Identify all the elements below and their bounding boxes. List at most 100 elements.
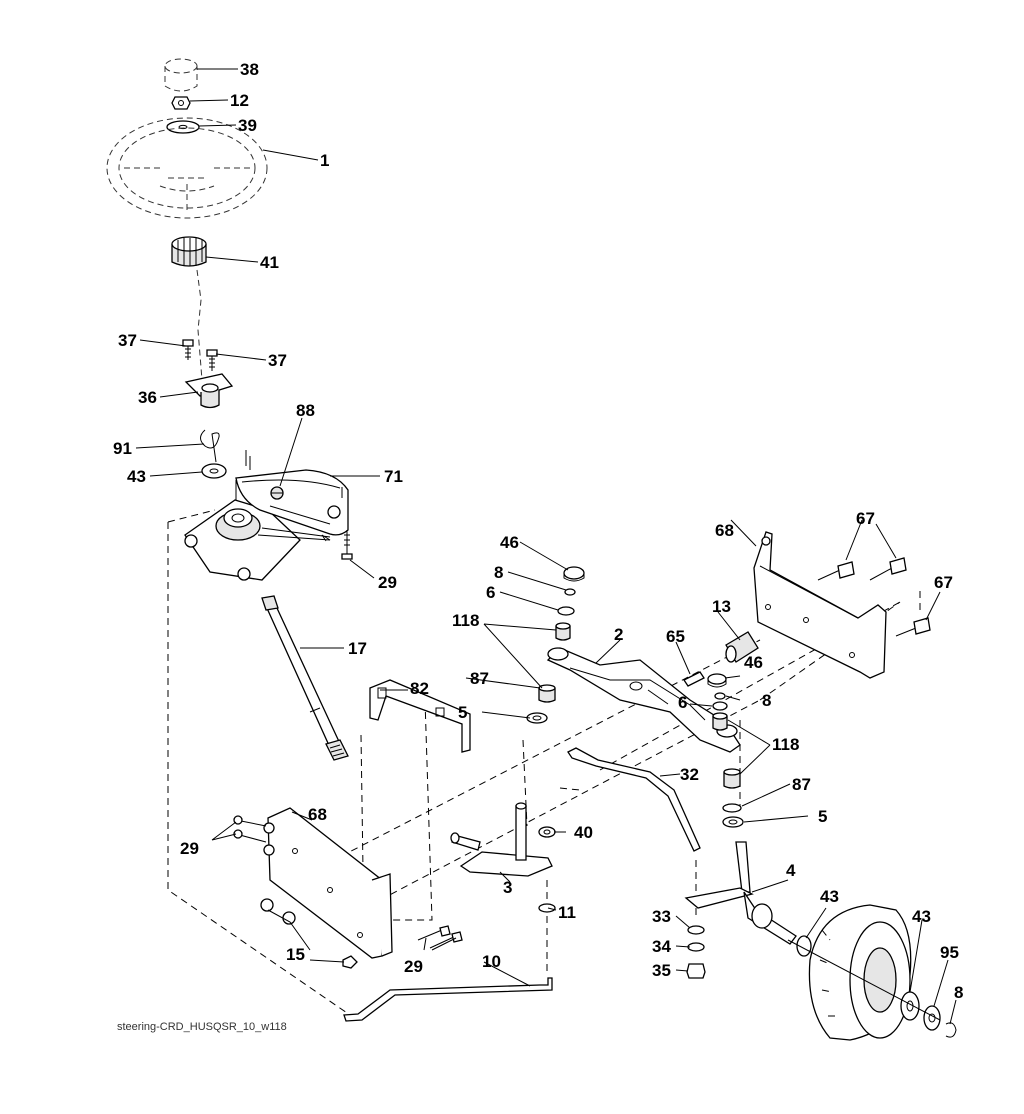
washer-87-right — [722, 803, 742, 813]
label-43-top: 43 — [127, 467, 146, 486]
washer-11 — [538, 903, 556, 913]
label-118-right: 118 — [772, 735, 799, 754]
label-33: 33 — [652, 907, 671, 926]
label-118-left: 118 — [452, 611, 479, 630]
label-29-gear: 29 — [378, 573, 397, 592]
washer-6-right — [712, 701, 728, 711]
adapter-41 — [171, 236, 207, 267]
wheel-icon — [808, 904, 912, 1041]
label-82: 82 — [410, 679, 429, 698]
bearing-flange-36 — [184, 373, 234, 409]
label-10: 10 — [482, 952, 501, 971]
washer-6-left — [557, 606, 575, 616]
label-68-left: 68 — [308, 805, 327, 824]
washers-15 — [260, 898, 358, 969]
washer-43-wheel-right — [900, 991, 920, 1021]
washer-33 — [687, 925, 705, 935]
label-2: 2 — [614, 625, 623, 644]
label-32: 32 — [680, 765, 699, 784]
nut-12 — [171, 96, 191, 110]
steering-gear-icon — [184, 450, 331, 581]
label-13: 13 — [712, 597, 731, 616]
bushing-118-right-top — [712, 712, 728, 731]
label-67-side: 67 — [934, 573, 953, 592]
pin-65 — [683, 671, 705, 687]
clip-91 — [200, 429, 220, 463]
label-5-right: 5 — [818, 807, 827, 826]
bolt-67-b — [869, 557, 907, 581]
label-68-right: 68 — [715, 521, 734, 540]
bushing-118-left — [555, 622, 571, 641]
label-1: 1 — [320, 151, 329, 170]
label-12: 12 — [230, 91, 249, 110]
label-8-left: 8 — [494, 563, 503, 582]
plate-68-left — [263, 807, 393, 959]
steering-shaft-17 — [261, 595, 349, 761]
drag-link-10 — [343, 977, 553, 1022]
label-6-right: 6 — [678, 693, 687, 712]
sector-gear-71 — [235, 469, 349, 536]
label-35: 35 — [652, 961, 671, 980]
clip-8-wheel — [945, 1022, 957, 1038]
label-91: 91 — [113, 439, 132, 458]
washer-95 — [923, 1005, 941, 1031]
axle-icon — [546, 647, 741, 753]
washer-39 — [166, 120, 200, 134]
label-15: 15 — [286, 945, 305, 964]
label-29-plate: 29 — [180, 839, 199, 858]
label-41: 41 — [260, 253, 279, 272]
spindle-3 — [450, 802, 553, 877]
label-36: 36 — [138, 388, 157, 407]
label-65: 65 — [666, 627, 685, 646]
label-37-left: 37 — [118, 331, 137, 350]
bushing-118-right-low — [723, 768, 741, 789]
washer-43-wheel-left — [796, 935, 812, 957]
screw-37-right — [206, 349, 218, 371]
label-46-right: 46 — [744, 653, 763, 672]
label-88: 88 — [296, 401, 315, 420]
nut-35 — [686, 963, 706, 979]
washer-34 — [687, 942, 705, 952]
label-67-top: 67 — [856, 509, 875, 528]
label-5-left: 5 — [458, 703, 467, 722]
label-37-right: 37 — [268, 351, 287, 370]
washer-5-right — [722, 816, 744, 828]
label-40: 40 — [574, 823, 593, 842]
leader-lines — [135, 68, 957, 1025]
steering-wheel-icon — [106, 117, 268, 219]
label-46-left: 46 — [500, 533, 519, 552]
label-43-wheel-left: 43 — [820, 887, 839, 906]
spindle-4 — [684, 841, 797, 945]
label-3: 3 — [503, 878, 512, 897]
label-17: 17 — [348, 639, 367, 658]
label-87-left: 87 — [470, 669, 489, 688]
bolt-67-c — [895, 617, 931, 637]
label-38: 38 — [240, 60, 259, 79]
tie-rod-32 — [567, 747, 701, 852]
bushing-87-left — [538, 684, 556, 703]
diagram-code: steering-CRD_HUSQSR_10_w118 — [117, 1021, 287, 1033]
label-34: 34 — [652, 937, 671, 956]
spacer-13 — [725, 631, 759, 663]
screw-37-left — [182, 339, 194, 360]
label-71: 71 — [384, 467, 403, 486]
cap-38 — [164, 58, 198, 92]
plate-68-right — [753, 531, 887, 679]
label-87-right: 87 — [792, 775, 811, 794]
label-39: 39 — [238, 116, 257, 135]
washer-43-top — [201, 463, 227, 479]
ring-8-left — [564, 588, 576, 596]
bracket-82 — [369, 679, 471, 753]
bolts-29-lower — [417, 925, 463, 949]
label-8-right: 8 — [762, 691, 771, 710]
part-labels: 38 12 39 1 41 37 37 36 88 91 43 71 29 17… — [113, 60, 963, 1002]
label-43-wheel-right: 43 — [912, 907, 931, 926]
label-95: 95 — [940, 943, 959, 962]
label-8-wheel: 8 — [954, 983, 963, 1002]
label-11: 11 — [558, 903, 576, 922]
washer-40 — [538, 826, 556, 838]
ring-8-right — [714, 692, 726, 700]
bolt-67-a — [817, 561, 855, 581]
bolt-29-gear — [341, 530, 353, 560]
